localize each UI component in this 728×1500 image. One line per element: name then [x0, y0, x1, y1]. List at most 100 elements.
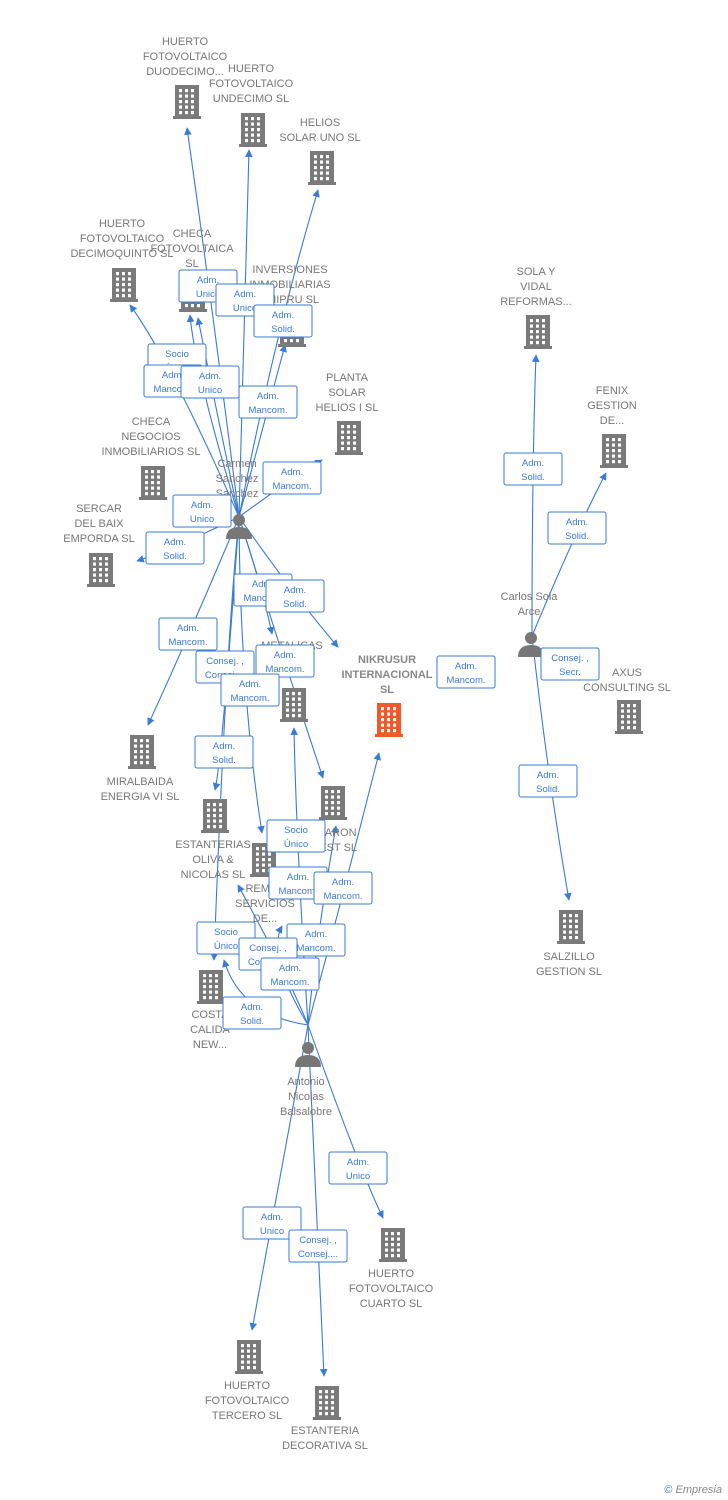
relation-text: Solid. [521, 472, 545, 483]
relation-label[interactable]: Consej. ,Secr. [540, 647, 600, 681]
relation-text: Mancom. [230, 693, 269, 704]
relation-label[interactable]: Adm.Unico [328, 1151, 388, 1185]
relation-label[interactable]: Adm.Mancom. [238, 385, 298, 419]
relation-text: Mancom. [323, 891, 362, 902]
relation-text: Único [284, 839, 308, 850]
relation-text: Adm. [241, 1002, 263, 1013]
relation-label[interactable]: Adm.Mancom. [255, 644, 315, 678]
relation-label[interactable]: Adm.Solid. [145, 531, 205, 565]
relation-text: Socio [165, 349, 189, 360]
relation-text: Adm. [234, 289, 256, 300]
relation-label[interactable]: Adm.Mancom. [158, 617, 218, 651]
relation-text: Adm. [566, 517, 588, 528]
relation-text: Adm. [252, 579, 274, 590]
relation-text: Solid. [240, 1016, 264, 1027]
person-icon [226, 514, 252, 539]
relation-text: Adm. [164, 537, 186, 548]
relation-text: Adm. [213, 741, 235, 752]
relation-text: Unico [198, 385, 222, 396]
relation-text: Socio [284, 825, 308, 836]
footer-brand[interactable]: © Empresia [664, 1484, 722, 1496]
relation-label[interactable]: Adm.Mancom. [220, 673, 280, 707]
relation-text: Consej. , [249, 943, 287, 954]
building-icon [600, 434, 628, 468]
relation-text: Unico [196, 289, 220, 300]
relation-label[interactable]: Adm.Solid. [518, 764, 578, 798]
relation-text: Mancom. [153, 384, 192, 395]
building-icon [379, 1228, 407, 1262]
relation-label[interactable]: Adm.Solid. [194, 735, 254, 769]
relation-text: Consej. , [299, 1235, 337, 1246]
building-icon [173, 85, 201, 119]
relation-text: Unico [260, 1226, 284, 1237]
relation-label[interactable]: Adm. Unico [242, 1206, 302, 1240]
relation-text: Mancom. [265, 664, 304, 675]
copyright-icon: © [664, 1484, 673, 1496]
relation-label[interactable]: Consej. ,Consej.... [288, 1229, 348, 1263]
relation-text: Mancom. [278, 886, 317, 897]
relation-label[interactable]: Adm.Mancom. [286, 923, 346, 957]
building-icon [313, 1386, 341, 1420]
edge-carmen-checa_fv [195, 317, 240, 518]
relation-text: Adm. [455, 661, 477, 672]
relation-label[interactable]: Adm.Solid. [265, 579, 325, 613]
relation-text: Adm. [281, 467, 303, 478]
relation-label[interactable]: Adm.Mancom. [260, 957, 320, 991]
relation-label[interactable]: Adm.Solid. [253, 304, 313, 338]
relation-label[interactable]: Adm. Solid. [222, 996, 282, 1030]
edge-carlos-fenix [531, 472, 607, 637]
relation-text: Adm. [199, 371, 221, 382]
relation-text: Mancom. [168, 637, 207, 648]
relation-text: Unico [233, 303, 257, 314]
relation-label[interactable]: Adm. Unico [180, 365, 240, 399]
relation-text: Adm. [279, 963, 301, 974]
relation-text: Adm. [191, 500, 213, 511]
building-icon [128, 735, 156, 769]
relation-label[interactable]: Adm.Unico [172, 494, 232, 528]
relation-text: Adm. [287, 872, 309, 883]
relation-label[interactable]: Adm.Mancom. [436, 655, 496, 689]
relation-text: Adm. [522, 458, 544, 469]
relation-text: Unico [346, 1171, 370, 1182]
relation-text: Mancom. [296, 943, 335, 954]
relation-label[interactable]: Adm.Solid. [547, 511, 607, 545]
relation-text: Adm. [537, 770, 559, 781]
relation-label[interactable]: Adm.Mancom. [313, 871, 373, 905]
relation-label[interactable]: Adm. Solid. [503, 452, 563, 486]
relation-text: Adm. [261, 1212, 283, 1223]
relation-label[interactable]: Adm.Mancom. [262, 461, 322, 495]
